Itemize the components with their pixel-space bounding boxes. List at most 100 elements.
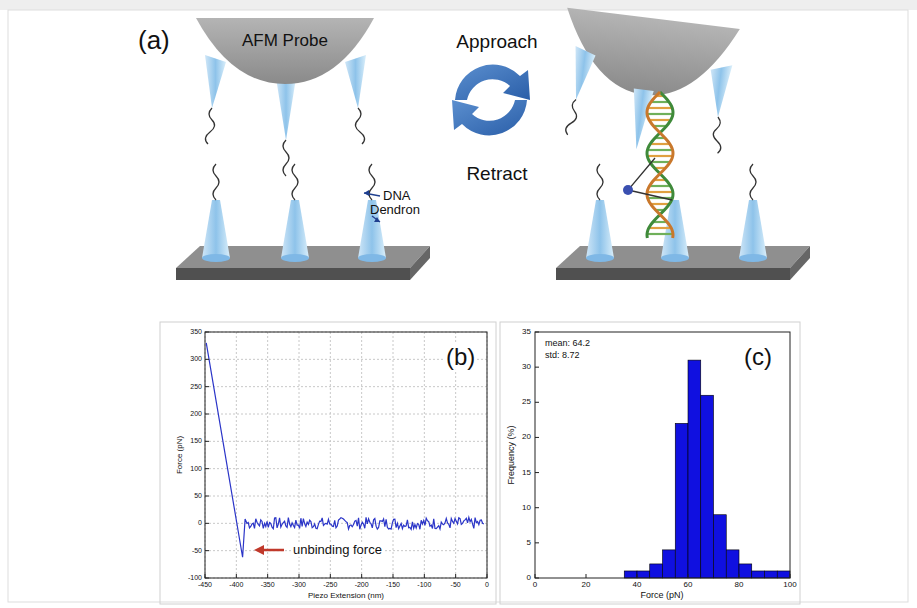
- tick-label: 15: [522, 468, 531, 477]
- base-pair: [650, 143, 670, 145]
- tick-label: 150: [190, 437, 202, 445]
- grid-line: [205, 386, 487, 387]
- tick-label: 40: [633, 581, 642, 590]
- grid-line: [330, 332, 331, 578]
- illustration-part: [205, 108, 214, 144]
- probe-outline: [196, 18, 374, 84]
- force-curve-plot: [160, 322, 496, 604]
- dna-strand: [647, 92, 673, 238]
- tick-mark: [586, 574, 587, 578]
- illustration-part: [586, 200, 614, 258]
- illustration-part: [345, 55, 366, 108]
- grid-line: [424, 332, 425, 578]
- histogram-bar: [688, 360, 701, 578]
- tick-mark: [205, 574, 206, 578]
- cycle-arrows: [452, 65, 530, 136]
- tick-mark: [205, 414, 209, 415]
- histogram-bar: [714, 515, 727, 578]
- illustration-part: [565, 99, 578, 136]
- histogram-bar: [637, 571, 650, 578]
- tick-mark: [637, 574, 638, 578]
- illustration-part: [355, 108, 364, 144]
- top-band: [0, 0, 917, 10]
- illustration-part: [206, 343, 484, 557]
- histogram-bar: [701, 395, 714, 578]
- axis-title: Force (pN): [176, 436, 185, 474]
- base-pair: [647, 191, 673, 193]
- tick-mark: [688, 574, 689, 578]
- tick-label: -350: [261, 581, 275, 589]
- cycle-label: Retract: [466, 164, 527, 185]
- illustration-part: [281, 254, 309, 262]
- tick-label: 100: [783, 581, 796, 590]
- illustration-part: [739, 254, 767, 262]
- illustration-part: [500, 322, 800, 604]
- illustration-part: [551, 8, 740, 160]
- base-pair: [649, 185, 670, 187]
- tick-mark: [299, 574, 300, 578]
- tick-label: 80: [735, 581, 744, 590]
- histogram-bar: [650, 564, 663, 578]
- tick-label: -50: [451, 581, 461, 589]
- illustration-part: [452, 100, 527, 135]
- illustration-part: [410, 246, 430, 280]
- tick-label: 100: [190, 465, 202, 473]
- panel-letter: (a): [138, 26, 170, 55]
- tick-label: -250: [323, 581, 337, 589]
- tick-mark: [205, 578, 209, 579]
- tick-mark: [535, 402, 539, 403]
- leader-head: [374, 217, 380, 222]
- illustration-part: [624, 360, 790, 578]
- illustration-part: [711, 117, 724, 154]
- tick-marks: [205, 332, 790, 578]
- tick-mark: [487, 574, 488, 578]
- tick-mark: [424, 574, 425, 578]
- tick-label: 30: [522, 363, 531, 372]
- tick-label: 0: [485, 581, 489, 589]
- tick-mark: [535, 578, 539, 579]
- grid-line: [393, 332, 394, 578]
- base-pair: [649, 119, 671, 121]
- grid-line: [205, 414, 487, 415]
- substrate-right: [556, 164, 810, 280]
- tick-label: 35: [522, 328, 531, 337]
- tick-label: -200: [355, 581, 369, 589]
- illustration-part: [739, 200, 767, 258]
- base-pair: [651, 203, 670, 205]
- grid-line: [299, 332, 300, 578]
- dna-strand: [628, 158, 672, 200]
- tick-mark: [535, 542, 539, 543]
- illustration-part: [358, 254, 386, 262]
- tick-label: 300: [190, 355, 202, 363]
- illustration-part: [202, 254, 230, 262]
- tick-mark: [535, 437, 539, 438]
- page-frame: [8, 10, 908, 602]
- illustration-part: [205, 332, 487, 578]
- tick-label: 5: [527, 538, 531, 547]
- histogram-bar: [777, 571, 790, 578]
- tick-mark: [393, 574, 394, 578]
- panel-letter: (b): [444, 344, 477, 370]
- tick-mark: [790, 574, 791, 578]
- illustration-part: [292, 164, 298, 200]
- grid-line: [205, 496, 487, 497]
- tick-label: -50: [192, 547, 202, 555]
- leader-head: [364, 190, 369, 196]
- substrate-left: [176, 164, 430, 280]
- tick-mark: [535, 472, 539, 473]
- tick-mark: [205, 468, 209, 469]
- grid-line: [205, 468, 487, 469]
- statistic: mean: 64.2: [545, 339, 590, 349]
- tick-mark: [361, 574, 362, 578]
- tick-label: 250: [190, 383, 202, 391]
- tick-mark: [330, 574, 331, 578]
- tick-mark: [205, 386, 209, 387]
- tick-mark: [535, 507, 539, 508]
- panel-letter: (c): [744, 344, 772, 370]
- tick-mark: [535, 332, 539, 333]
- illustration-part: [597, 164, 603, 200]
- tick-label: 0: [527, 574, 531, 583]
- illustration-part: [254, 545, 264, 555]
- dna-strand: [647, 92, 673, 238]
- histogram-bar: [675, 423, 688, 578]
